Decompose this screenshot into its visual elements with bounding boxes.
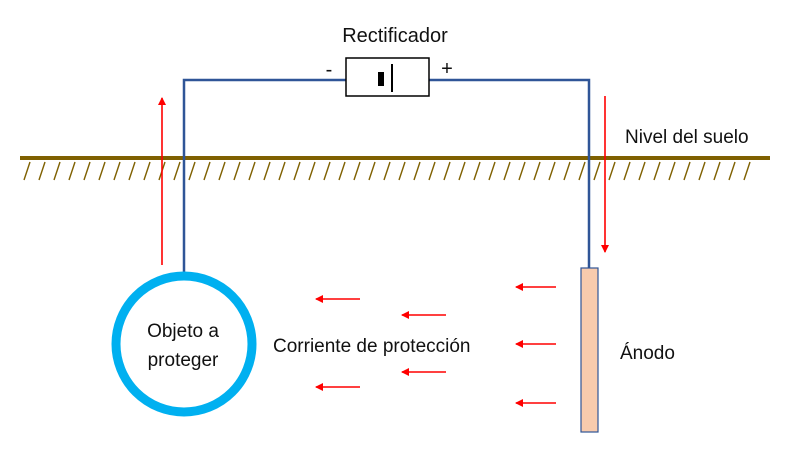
hatch-mark: [53, 161, 61, 181]
hatch-mark: [293, 161, 301, 181]
hatch-mark: [398, 161, 406, 181]
hatch-mark: [308, 161, 316, 181]
hatch-mark: [728, 161, 736, 181]
rectifier-label: Rectificador: [342, 25, 448, 47]
hatch-mark: [503, 161, 511, 181]
hatch-mark: [233, 161, 241, 181]
plus-sign: +: [441, 58, 453, 80]
hatch-mark: [638, 161, 646, 181]
hatch-mark: [563, 161, 571, 181]
hatch-mark: [473, 161, 481, 181]
object-label-line1: Objeto a: [147, 321, 219, 342]
hatch-mark: [128, 161, 136, 181]
hatch-mark: [68, 161, 76, 181]
hatch-mark: [668, 161, 676, 181]
wire-right: [429, 78, 591, 268]
hatch-mark: [533, 161, 541, 181]
hatch-mark: [698, 161, 706, 181]
hatch-mark: [218, 161, 226, 181]
hatch-mark: [83, 161, 91, 181]
protected-object: [111, 271, 257, 417]
hatch-mark: [488, 161, 496, 181]
ground-level-label: Nivel del suelo: [625, 127, 749, 148]
hatch-mark: [383, 161, 391, 181]
anode: [580, 267, 599, 433]
battery-icon: [378, 64, 393, 92]
hatch-mark: [593, 161, 601, 181]
hatch-mark: [203, 161, 211, 181]
hatch-mark: [23, 161, 31, 181]
hatch-mark: [413, 161, 421, 181]
hatch-mark: [578, 161, 586, 181]
hatch-mark: [518, 161, 526, 181]
hatch-mark: [278, 161, 286, 181]
protection-current-label: Corriente de protección: [273, 336, 471, 357]
hatch-mark: [548, 161, 556, 181]
hatch-mark: [188, 161, 196, 181]
hatch-mark: [683, 161, 691, 181]
hatch-mark: [428, 161, 436, 181]
hatch-mark: [608, 161, 616, 181]
hatch-mark: [338, 161, 346, 181]
hatch-mark: [368, 161, 376, 181]
hatch-mark: [248, 161, 256, 181]
hatch-mark: [38, 161, 46, 181]
hatch-mark: [458, 161, 466, 181]
hatch-mark: [443, 161, 451, 181]
hatch-mark: [113, 161, 121, 181]
hatch-mark: [173, 161, 181, 181]
hatch-mark: [353, 161, 361, 181]
hatch-mark: [713, 161, 721, 181]
hatch-mark: [323, 161, 331, 181]
anode-label: Ánodo: [620, 343, 675, 364]
hatch-mark: [743, 161, 751, 181]
rectifier-box: [345, 57, 430, 97]
hatch-mark: [623, 161, 631, 181]
hatch-mark: [653, 161, 661, 181]
hatch-mark: [98, 161, 106, 181]
hatch-mark: [263, 161, 271, 181]
minus-sign: -: [326, 59, 333, 81]
hatch-mark: [143, 161, 151, 181]
object-label-line2: proteger: [148, 350, 219, 371]
wire-left: [182, 78, 346, 272]
ground-hatch: [23, 161, 751, 181]
